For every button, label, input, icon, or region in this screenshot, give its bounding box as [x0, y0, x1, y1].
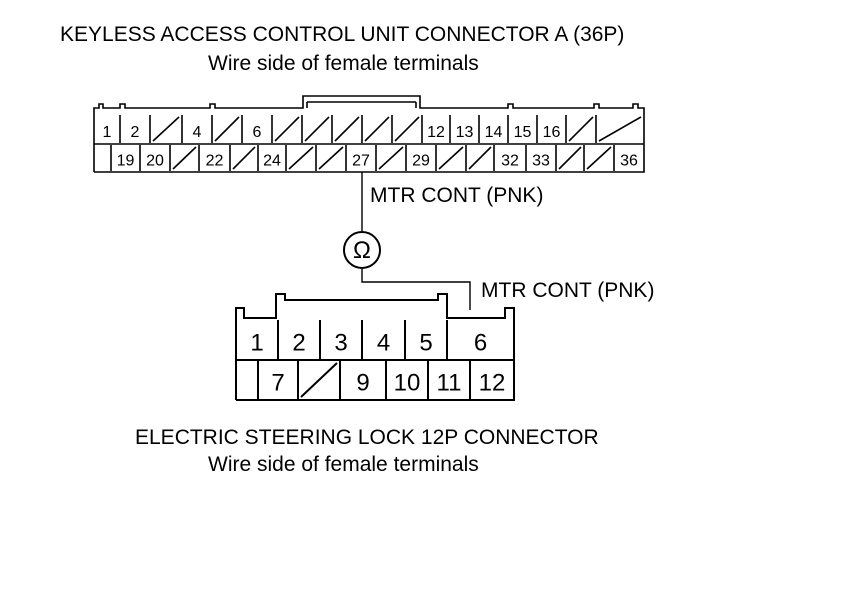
top-connector-outline — [93, 95, 645, 173]
empty-terminal-slash — [438, 146, 464, 170]
terminal-number: 15 — [514, 124, 532, 141]
terminal-number: 11 — [437, 370, 462, 397]
terminal-number: 4 — [377, 329, 390, 356]
terminal-number: 19 — [117, 152, 135, 169]
empty-terminal-slash — [304, 116, 330, 142]
terminal-number: 2 — [131, 124, 140, 141]
terminal-number: 12 — [427, 124, 445, 141]
terminal-number: 6 — [253, 124, 262, 141]
terminal-number: 29 — [412, 152, 430, 169]
empty-terminal-slash — [468, 146, 492, 170]
bottom-wire-label: MTR CONT (PNK) — [481, 279, 655, 302]
empty-terminal-slash — [394, 116, 420, 142]
empty-terminal-slash — [214, 116, 240, 142]
empty-terminal-slash — [274, 116, 300, 142]
terminal-number: 24 — [263, 152, 281, 169]
empty-terminal-slash — [288, 146, 314, 170]
terminal-number: 27 — [352, 152, 370, 169]
terminal-number: 1 — [250, 329, 263, 356]
top-wire-label: MTR CONT (PNK) — [370, 184, 544, 207]
terminal-number: 13 — [456, 124, 474, 141]
bottom-connector-title: ELECTRIC STEERING LOCK 12P CONNECTOR — [135, 426, 599, 449]
wire-lower — [361, 268, 471, 310]
terminal-number: 36 — [620, 152, 638, 169]
empty-terminal-slash — [568, 116, 594, 142]
wiring — [343, 172, 471, 310]
terminal-number: 2 — [292, 329, 305, 356]
empty-terminal-slash — [152, 116, 180, 142]
terminal-number: 5 — [419, 329, 432, 356]
empty-terminal-slash — [300, 362, 338, 398]
empty-terminal-slash — [172, 146, 197, 170]
ohm-symbol: Ω — [353, 237, 371, 264]
ohmmeter-icon — [343, 231, 381, 269]
bottom-connector-outline — [235, 293, 515, 401]
terminal-number: 33 — [532, 152, 550, 169]
bottom-connector-subtitle: Wire side of female terminals — [208, 453, 479, 476]
terminal-number: 32 — [501, 152, 519, 169]
terminal-number: 4 — [193, 124, 202, 141]
empty-terminal-slash — [334, 116, 360, 142]
terminal-number: 3 — [334, 329, 347, 356]
terminal-number: 22 — [206, 152, 224, 169]
terminal-number: 14 — [485, 124, 503, 141]
terminal-number: 20 — [146, 152, 164, 169]
empty-terminal-slash — [598, 116, 642, 142]
top-connector-subtitle: Wire side of female terminals — [208, 52, 479, 75]
top-connector-title: KEYLESS ACCESS CONTROL UNIT CONNECTOR A … — [60, 23, 625, 46]
terminal-number: 7 — [271, 370, 284, 397]
terminal-number: 6 — [474, 329, 487, 356]
terminal-number: 1 — [103, 124, 112, 141]
empty-terminal-slash — [364, 116, 390, 142]
terminal-number: 9 — [356, 370, 369, 397]
empty-terminal-slash — [232, 146, 256, 170]
terminal-number: 12 — [479, 370, 506, 397]
empty-terminal-slash — [586, 146, 612, 170]
terminal-number: 16 — [543, 124, 561, 141]
empty-terminal-slash — [318, 146, 344, 170]
terminal-number: 10 — [394, 370, 421, 397]
empty-terminal-slash — [378, 146, 404, 170]
empty-terminal-slash — [558, 146, 582, 170]
